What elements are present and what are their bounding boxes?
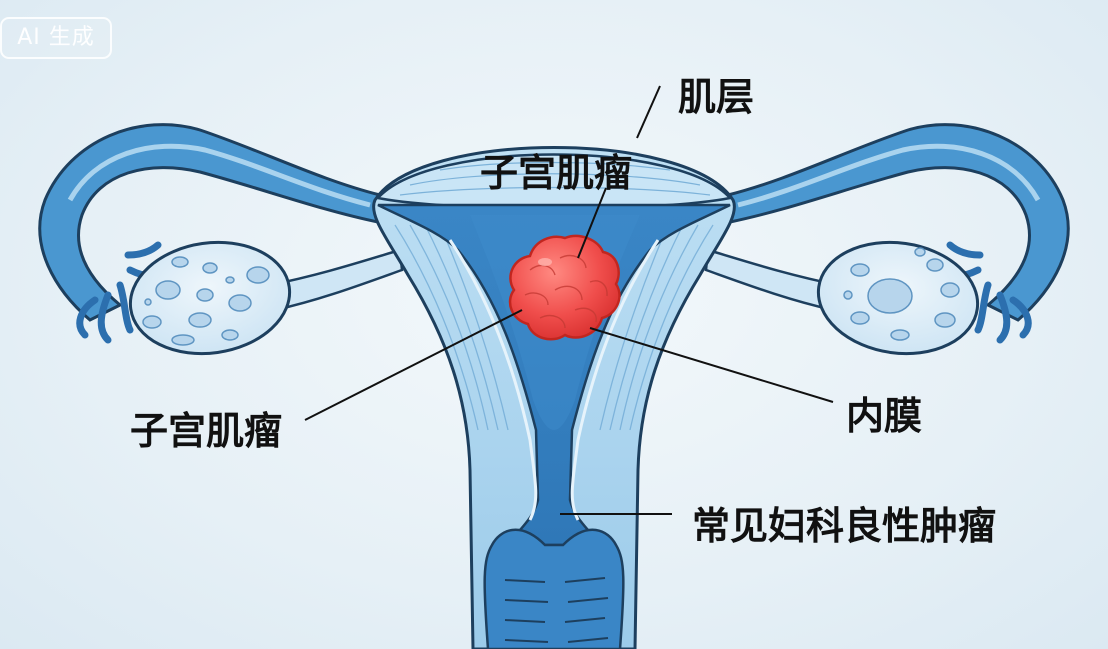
label-fibroid-top: 子宫肌瘤 <box>480 151 633 195</box>
leader-fibroid-top <box>577 187 607 259</box>
muscle-fibers <box>394 224 714 431</box>
left-ovarian-ligament <box>268 248 404 312</box>
ai-generated-watermark: AI 生成 <box>0 17 112 59</box>
leader-myometrium <box>636 85 661 139</box>
leader-lines <box>304 85 834 515</box>
vaginal-rugae <box>504 577 609 643</box>
right-ovary <box>816 240 980 356</box>
left-fallopian-tube <box>38 123 382 344</box>
right-fallopian-tube <box>726 123 1070 344</box>
right-ovarian-ligament <box>704 248 840 312</box>
label-caption: 常见妇科良性肿瘤 <box>692 504 997 548</box>
label-fibroid-left: 子宫肌瘤 <box>130 409 283 453</box>
fibroid-tumor <box>508 234 621 341</box>
left-ovary <box>128 240 292 356</box>
leader-fibroid-left <box>304 309 523 421</box>
cervix <box>483 528 625 649</box>
label-endometrium: 内膜 <box>846 394 923 438</box>
leader-endometrium <box>589 327 834 403</box>
label-myometrium: 肌层 <box>678 75 755 119</box>
